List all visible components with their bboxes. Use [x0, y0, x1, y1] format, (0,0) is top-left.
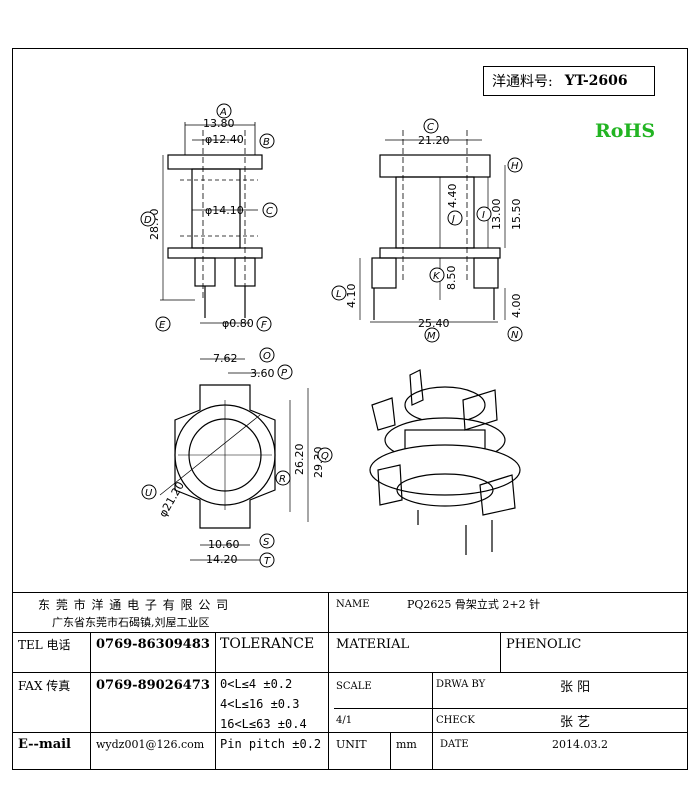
unit-label: UNIT	[336, 737, 367, 751]
material-label: MATERIAL	[336, 636, 410, 652]
drawn-value: 张 阳	[560, 679, 591, 695]
svg-text:U: U	[145, 488, 153, 499]
dim-p: 3.60	[250, 367, 275, 380]
label-u: U	[141, 484, 157, 500]
label-i: I	[476, 206, 492, 222]
scale-value: 4/1	[336, 714, 353, 726]
label-j: J	[447, 210, 463, 226]
scale-label: SCALE	[336, 680, 372, 692]
svg-text:D: D	[144, 215, 152, 226]
label-f: F	[256, 316, 272, 332]
tolerance-3: 16<L≤63 ±0.4	[220, 717, 307, 731]
dim-c: φ14.10	[205, 204, 244, 217]
tel-value: 0769-86309483	[96, 636, 210, 652]
label-c2: C	[423, 118, 439, 134]
svg-text:L: L	[336, 289, 342, 300]
svg-text:T: T	[264, 556, 271, 567]
dim-f: φ0.80	[222, 317, 254, 330]
side-view	[359, 130, 506, 323]
svg-text:J: J	[450, 214, 455, 225]
name-value: PQ2625 骨架立式 2+2 针	[407, 598, 541, 611]
svg-text:Q: Q	[321, 451, 329, 462]
label-a: A	[216, 103, 232, 119]
drawn-label: DRWA BY	[436, 678, 486, 690]
date-label: DATE	[440, 738, 469, 750]
label-q: Q	[317, 447, 333, 463]
dim-t: 14.20	[206, 553, 238, 566]
drawing-frame	[12, 48, 688, 770]
fax-value: 0769-89026473	[96, 677, 210, 693]
label-p: P	[277, 364, 293, 380]
svg-text:C: C	[266, 206, 273, 217]
dim-h: 15.50	[510, 199, 523, 231]
svg-text:N: N	[511, 330, 519, 341]
dim-k: 8.50	[445, 266, 458, 291]
dim-r: 26.20	[293, 444, 306, 476]
email-label: E--mail	[18, 736, 71, 752]
dim-n: 4.00	[510, 294, 523, 319]
svg-text:M: M	[427, 331, 436, 342]
material-value: PHENOLIC	[506, 636, 582, 652]
check-value: 张 艺	[560, 714, 591, 730]
title-block: 东 莞 市 洋 通 电 子 有 限 公 司 广东省东莞市石碣镇,刘屋工业区 NA…	[12, 592, 688, 770]
dim-s: 10.60	[208, 538, 240, 551]
svg-text:O: O	[263, 351, 271, 362]
label-r: R	[275, 470, 291, 486]
label-c: C	[262, 202, 278, 218]
tel-label: TEL 电话	[18, 637, 71, 652]
label-e: E	[155, 316, 171, 332]
label-b: B	[259, 133, 275, 149]
dim-j: 4.40	[446, 184, 459, 209]
svg-text:R: R	[279, 474, 286, 485]
label-h: H	[507, 157, 523, 173]
front-view	[160, 122, 263, 324]
label-o: O	[259, 347, 275, 363]
technical-drawing: 13.80 φ12.40 φ14.10 28.70 φ0.80 21.20 15…	[140, 103, 523, 568]
dim-b: φ12.40	[205, 133, 244, 146]
rohs-mark: RoHS	[595, 120, 656, 142]
label-m: M	[424, 327, 440, 343]
label-d: D	[140, 211, 156, 227]
label-s: S	[259, 533, 275, 549]
part-number-box: 洋通料号: YT-2606	[483, 66, 655, 96]
label-n: N	[507, 326, 523, 342]
svg-text:K: K	[433, 271, 441, 282]
name-label: NAME	[336, 598, 370, 610]
fax-label: FAX 传真	[18, 678, 71, 693]
dim-l: 4.10	[345, 284, 358, 309]
check-label: CHECK	[436, 714, 475, 726]
company-name: 东 莞 市 洋 通 电 子 有 限 公 司	[38, 597, 230, 612]
label-k: K	[429, 267, 445, 283]
tolerance-2: 4<L≤16 ±0.3	[220, 697, 300, 711]
dim-c2: 21.20	[418, 134, 450, 147]
svg-text:C: C	[427, 122, 434, 133]
dim-u: φ21.20	[156, 479, 187, 519]
svg-text:P: P	[281, 368, 288, 379]
svg-text:B: B	[263, 137, 270, 148]
dim-a: 13.80	[203, 117, 235, 130]
email-value: wydz001@126.com	[96, 737, 205, 751]
svg-text:A: A	[219, 107, 227, 118]
tolerance-label: TOLERANCE	[220, 636, 315, 652]
part-number-label: 洋通料号:	[492, 74, 553, 90]
svg-text:H: H	[511, 161, 519, 172]
part-number-value: YT-2606	[564, 73, 628, 89]
label-t: T	[259, 552, 275, 568]
svg-text:E: E	[159, 320, 166, 331]
svg-text:F: F	[261, 320, 267, 331]
isometric-view	[369, 369, 521, 555]
label-l: L	[331, 285, 347, 301]
company-address: 广东省东莞市石碣镇,刘屋工业区	[52, 616, 210, 629]
tolerance-4: Pin pitch ±0.2	[220, 737, 322, 751]
svg-text:I: I	[482, 210, 485, 221]
dim-o: 7.62	[213, 352, 238, 365]
date-value: 2014.03.2	[552, 737, 608, 751]
dim-i: 13.00	[490, 199, 503, 231]
unit-value: mm	[396, 737, 417, 751]
svg-text:S: S	[263, 537, 270, 548]
dim-m: 25.40	[418, 317, 450, 330]
tolerance-1: 0<L≤4 ±0.2	[220, 677, 293, 691]
top-view	[159, 358, 309, 561]
